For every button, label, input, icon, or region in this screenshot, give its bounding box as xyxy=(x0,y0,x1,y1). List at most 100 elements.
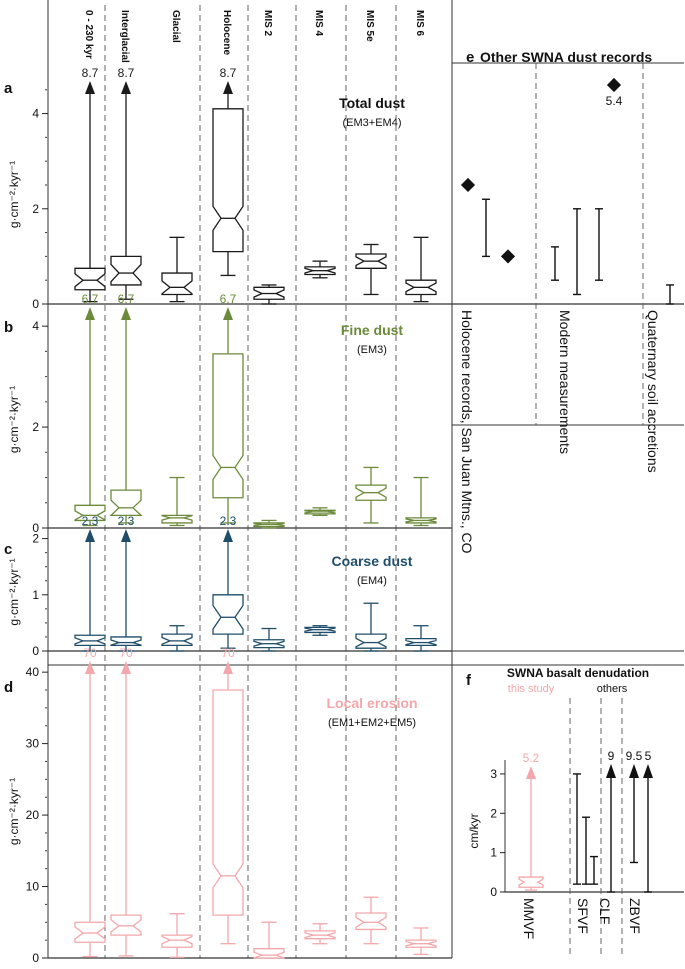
box xyxy=(212,689,244,916)
panel-subtitle: (EM3) xyxy=(357,344,387,356)
y-tick-label: 2 xyxy=(32,202,39,216)
box-plot xyxy=(405,236,437,303)
box xyxy=(74,267,106,291)
overflow-label: 8.7 xyxy=(220,66,237,80)
box-plot xyxy=(253,284,285,305)
y-tick-label: 0 xyxy=(32,521,39,535)
category-label: MIS 4 xyxy=(313,10,324,37)
y-tick-label: 0 xyxy=(490,885,497,899)
overflow-label: 6.7 xyxy=(220,292,237,306)
box-plot xyxy=(253,921,285,959)
category-label: MIS 5e xyxy=(364,10,375,42)
box-plot xyxy=(304,923,336,945)
overflow-arrow xyxy=(223,661,233,674)
overflow-label: 5.4 xyxy=(606,94,623,108)
overflow-arrow xyxy=(121,307,131,320)
overflow-arrow xyxy=(85,81,95,94)
box-plot xyxy=(405,625,437,652)
box xyxy=(212,594,244,635)
overflow-arrow xyxy=(606,764,616,778)
y-tick-label: 10 xyxy=(26,880,40,894)
overflow-label: 2.3 xyxy=(220,514,237,528)
panel-letter: d xyxy=(4,679,13,696)
box-plot xyxy=(110,661,142,957)
overflow-label: 5.2 xyxy=(523,751,540,765)
panel-letter: f xyxy=(466,672,472,689)
y-tick-label: 30 xyxy=(26,737,40,751)
overflow-arrow xyxy=(85,529,95,542)
y-tick-label: 2 xyxy=(32,420,39,434)
category-label: Glacial xyxy=(170,10,181,43)
box-plot xyxy=(212,529,244,649)
box-plot xyxy=(253,519,285,529)
y-tick-label: 1 xyxy=(32,588,39,602)
overflow-label: 70 xyxy=(83,646,97,660)
overflow-label: 70 xyxy=(119,646,133,660)
y-tick-label: 0 xyxy=(32,644,39,658)
box xyxy=(161,934,193,948)
overflow-label: 2.3 xyxy=(82,514,99,528)
panel-title: Total dust xyxy=(339,95,405,111)
box xyxy=(212,353,244,499)
y-tick-label: 20 xyxy=(26,808,40,822)
panel-subtitle: (EM3+EM4) xyxy=(343,117,402,129)
overflow-label: 6.7 xyxy=(118,292,135,306)
box xyxy=(109,489,143,517)
box xyxy=(74,504,106,522)
overflow-arrow xyxy=(85,307,95,320)
box xyxy=(355,912,387,931)
overflow-arrow xyxy=(526,766,536,779)
y-tick-label: 4 xyxy=(32,319,39,333)
y-tick-label: 0 xyxy=(32,297,39,311)
box-plot xyxy=(212,81,244,277)
box xyxy=(212,108,244,253)
box xyxy=(161,514,193,524)
category-label: 0 - 230 kyr xyxy=(83,10,94,59)
overflow-arrow xyxy=(121,529,131,542)
data-point xyxy=(606,77,622,93)
box-plot xyxy=(110,81,142,300)
panel-title: Fine dust xyxy=(341,322,404,338)
box xyxy=(253,948,285,959)
box-plot xyxy=(74,307,106,527)
box-plot xyxy=(110,529,142,652)
panel-letter: c xyxy=(4,541,12,558)
box xyxy=(518,876,544,888)
overflow-arrow xyxy=(223,307,233,320)
overflow-arrow xyxy=(85,661,95,674)
category-label: ZBVF xyxy=(627,898,643,934)
box-plot xyxy=(253,627,285,652)
overflow-label: 5 xyxy=(645,749,652,763)
overflow-label: 2.3 xyxy=(118,514,135,528)
category-label: SFVF xyxy=(575,898,591,934)
category-label: MIS 2 xyxy=(262,10,273,37)
box-plot xyxy=(355,602,387,652)
category-label: MIS 6 xyxy=(414,10,425,37)
group-label: Quaternary soil accretions xyxy=(645,310,661,473)
box-plot xyxy=(355,896,387,945)
panel-letter: e xyxy=(466,49,474,66)
box-plot xyxy=(74,529,106,652)
category-label: Holocene xyxy=(221,10,232,55)
y-tick-label: 2 xyxy=(32,532,39,546)
y-axis-label: g·cm⁻²·kyr⁻¹ xyxy=(7,778,21,845)
group-label: Modern measurements xyxy=(557,310,573,454)
y-tick-label: 40 xyxy=(26,665,40,679)
overflow-label: 8.7 xyxy=(118,66,135,80)
group-label: Holocene records, San Juan Mtns., CO xyxy=(459,310,475,554)
y-tick-label: 1 xyxy=(490,846,497,860)
box xyxy=(110,636,142,647)
overflow-arrow xyxy=(223,81,233,94)
box-plot xyxy=(212,661,244,945)
box-plot xyxy=(161,476,193,527)
y-axis-label: g·cm⁻²·kyr⁻¹ xyxy=(7,558,21,625)
overflow-arrow xyxy=(223,529,233,542)
overflow-arrow xyxy=(121,81,131,94)
box xyxy=(161,633,193,647)
overflow-label: 70 xyxy=(221,646,235,660)
panel-title: SWNA basalt denudation xyxy=(507,666,649,680)
y-axis-label: g·cm⁻²·kyr⁻¹ xyxy=(7,161,21,228)
overflow-arrow xyxy=(629,764,639,778)
overflow-label: 8.7 xyxy=(82,66,99,80)
box-plot xyxy=(161,236,193,303)
